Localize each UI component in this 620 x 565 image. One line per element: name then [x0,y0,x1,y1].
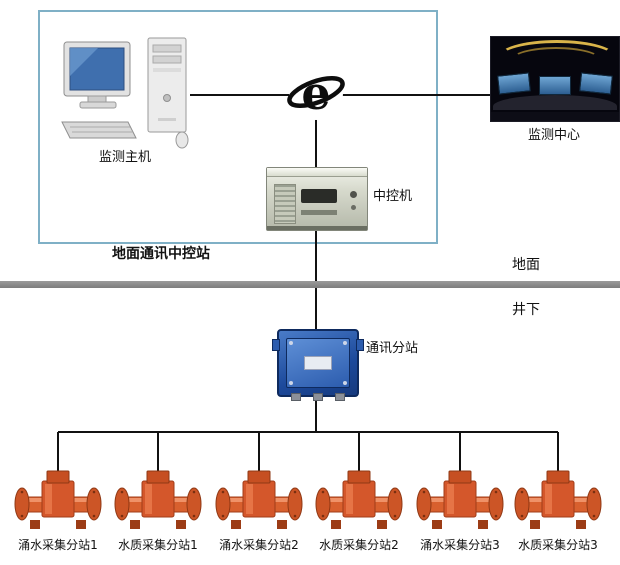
internet-e-icon: e [287,66,345,120]
bolt [289,341,293,345]
cable-gland [291,393,301,401]
monitoring-center-label: 监测中心 [527,128,580,143]
flow-sensor-icon [416,468,504,532]
monitoring-center-image [490,36,620,122]
server-power-button [350,191,357,198]
floor [491,112,619,121]
device-label: 涌水采集分站1 [18,538,98,552]
server-top-edge [267,168,367,177]
device-label: 水质采集分站1 [118,538,198,552]
cable-gland [313,393,323,401]
server-slot [301,210,337,215]
server-reset-button [351,205,356,210]
underground-label: 井下 [512,302,540,318]
nameplate [304,356,332,370]
bolt [289,381,293,385]
server-vent-grill [274,184,296,224]
flow-sensor-icon [114,468,202,532]
ceiling-light-arc [497,40,617,76]
wall-screen [579,72,613,95]
flow-sensor-icon [315,468,403,532]
device-label: 水质采集分站2 [319,538,399,552]
svg-text:e: e [301,66,330,120]
flow-sensor-icon [14,468,102,532]
server-drive-bay [301,189,337,203]
device-label: 涌水采集分站3 [420,538,500,552]
cable-gland [335,393,345,401]
control-desk [493,95,617,110]
server-base [267,226,367,230]
flow-sensor-icon [215,468,303,532]
wall-screen [497,72,531,95]
ceiling-light-arc-inner [511,47,601,73]
mounting-tab [356,339,364,351]
surface-underground-divider [0,281,620,288]
flow-sensor-icon [514,468,602,532]
device-label: 水质采集分站3 [518,538,598,552]
junction-panel [286,338,350,388]
wall-screen [539,76,571,95]
ground-station-label: 地面通讯中控站 [112,246,210,262]
industrial-pc-icon [266,167,368,231]
junction-box-icon [272,329,364,401]
device-label: 涌水采集分站2 [219,538,299,552]
substation-label: 通讯分站 [366,341,419,356]
surface-label: 地面 [512,257,540,273]
mounting-tab [272,339,280,351]
host-label: 监测主机 [98,150,151,165]
bolt [343,381,347,385]
desktop-computer-icon [61,37,189,149]
server-label: 中控机 [373,189,413,204]
bolt [343,341,347,345]
